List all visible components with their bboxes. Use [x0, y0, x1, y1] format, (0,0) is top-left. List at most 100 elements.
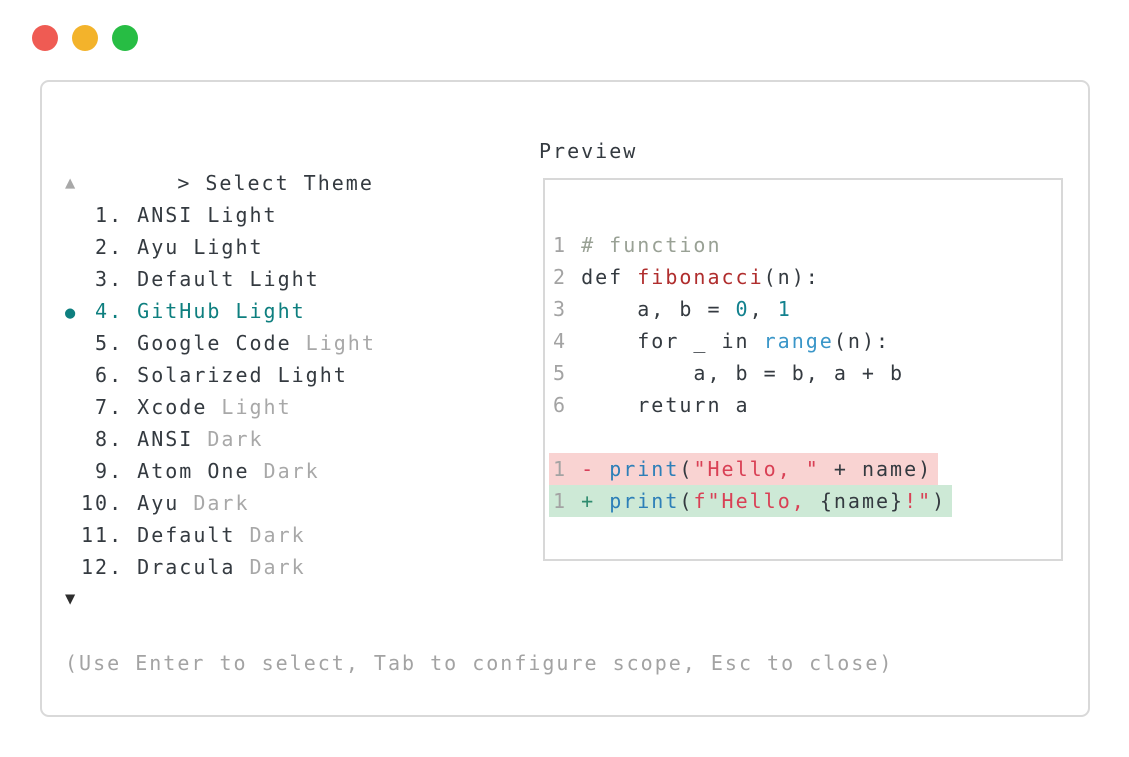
page-title: Select Theme: [205, 171, 374, 195]
diff-added-line: 1 + print(f"Hello, {name}!"): [549, 485, 953, 517]
theme-option-label: Default: [137, 523, 236, 547]
theme-option[interactable]: 5. Google Code Light: [65, 327, 893, 359]
scroll-down-icon[interactable]: ▼: [65, 589, 78, 609]
theme-option-number: 8.: [81, 427, 138, 451]
code-token: # function: [581, 233, 722, 257]
code-token: f"Hello,: [693, 489, 820, 513]
code-token: 1: [553, 233, 582, 257]
code-token: def: [581, 265, 638, 289]
minimize-button-icon[interactable]: [72, 25, 98, 51]
code-token: +: [581, 489, 610, 513]
code-token: fibonacci: [637, 265, 764, 289]
window-controls: [32, 25, 138, 51]
theme-option-label: Xcode: [137, 395, 208, 419]
theme-option[interactable]: ● 4. GitHub Light: [65, 295, 893, 327]
theme-option-number: 9.: [81, 459, 138, 483]
code-token: a, b =: [581, 297, 736, 321]
prompt-caret: >: [177, 171, 192, 195]
code-token: (: [679, 489, 694, 513]
code-token: 2: [553, 265, 582, 289]
theme-option-variant-label: Light: [291, 331, 376, 355]
code-token: a, b = b, a + b: [581, 361, 905, 385]
code-token: {name}: [819, 489, 905, 513]
code-token: ): [932, 489, 947, 513]
selected-indicator-dot: [65, 521, 81, 553]
theme-option-label: Default Light: [137, 267, 320, 291]
theme-option-number: 6.: [81, 363, 138, 387]
theme-option[interactable]: 2. Ayu Light: [65, 231, 893, 263]
prompt-row: > Select Theme: [65, 135, 893, 195]
code-token: for _ in: [581, 329, 764, 353]
theme-list: 1. ANSI Light 2. Ayu Light 3. Default Li…: [65, 199, 893, 583]
theme-option[interactable]: 12. Dracula Dark: [65, 551, 893, 583]
code-line: 1 + print(f"Hello, {name}!"): [549, 485, 1061, 517]
theme-option-number: 7.: [81, 395, 138, 419]
theme-option[interactable]: 7. Xcode Light: [65, 391, 893, 423]
selected-indicator-dot: ●: [65, 303, 78, 323]
close-button-icon[interactable]: [32, 25, 58, 51]
theme-option-number: 11.: [81, 523, 138, 547]
preview-label: Preview: [539, 139, 638, 163]
code-token: ,: [749, 297, 778, 321]
theme-option[interactable]: 6. Solarized Light: [65, 359, 893, 391]
code-token: (n):: [763, 265, 820, 289]
theme-option-label: Solarized Light: [137, 363, 348, 387]
zoom-button-icon[interactable]: [112, 25, 138, 51]
theme-option-number: 12.: [81, 555, 138, 579]
code-line: 5 a, b = b, a + b: [553, 357, 1061, 389]
theme-option[interactable]: 3. Default Light: [65, 263, 893, 295]
code-line: 2 def fibonacci(n):: [553, 261, 1061, 293]
theme-option[interactable]: 10. Ayu Dark: [65, 487, 893, 519]
code-token: "Hello, ": [693, 457, 820, 481]
selected-indicator-dot: [65, 457, 81, 489]
theme-option[interactable]: 1. ANSI Light: [65, 199, 893, 231]
theme-option-label: GitHub Light: [137, 299, 306, 323]
selected-indicator-dot: [65, 265, 81, 297]
code-line: 4 for _ in range(n):: [553, 325, 1061, 357]
code-line: 6 return a: [553, 389, 1061, 421]
code-token: 5: [553, 361, 582, 385]
code-token: 6: [553, 393, 582, 417]
code-token: return a: [581, 393, 750, 417]
theme-option-label: Ayu: [137, 491, 180, 515]
code-token: (n):: [833, 329, 891, 353]
theme-option-number: 4.: [81, 299, 138, 323]
theme-option-label: Google Code: [137, 331, 292, 355]
theme-option[interactable]: 8. ANSI Dark: [65, 423, 893, 455]
theme-option[interactable]: 11. Default Dark: [65, 519, 893, 551]
selected-indicator-dot: [65, 489, 81, 521]
theme-selector-window: > Select Theme ▲ 1. ANSI Light 2. Ayu Lig…: [40, 80, 1090, 717]
theme-option-variant-label: Dark: [179, 491, 250, 515]
theme-option-label: ANSI Light: [137, 203, 278, 227]
code-token: 1: [553, 489, 582, 513]
theme-option-number: 2.: [81, 235, 138, 259]
theme-option-variant-label: Dark: [193, 427, 264, 451]
theme-option-label: Atom One: [137, 459, 250, 483]
theme-option-number: 3.: [81, 267, 138, 291]
theme-option-number: 1.: [81, 203, 138, 227]
code-token: 0: [735, 297, 750, 321]
theme-option-variant-label: Dark: [249, 459, 320, 483]
spacer-row: [65, 615, 893, 647]
selected-indicator-dot: [65, 553, 81, 585]
code-token: -: [581, 457, 610, 481]
theme-option-variant-label: Dark: [235, 555, 306, 579]
theme-option-label: ANSI: [137, 427, 194, 451]
selected-indicator-dot: [65, 201, 81, 233]
theme-option-variant-label: Light: [207, 395, 292, 419]
theme-option-label: Ayu Light: [137, 235, 264, 259]
selected-indicator-dot: [65, 393, 81, 425]
selected-indicator-dot: [65, 425, 81, 457]
theme-selector-panel: > Select Theme ▲ 1. ANSI Light 2. Ayu Lig…: [42, 82, 893, 679]
code-token: range: [763, 329, 834, 353]
code-token: 1: [553, 457, 582, 481]
theme-option-number: 10.: [81, 491, 138, 515]
help-text: (Use Enter to select, Tab to configure s…: [65, 651, 894, 675]
code-token: !": [904, 489, 933, 513]
scroll-up-icon[interactable]: ▲: [65, 173, 78, 193]
code-token: 4: [553, 329, 582, 353]
code-token: print: [609, 489, 680, 513]
theme-option[interactable]: 9. Atom One Dark: [65, 455, 893, 487]
